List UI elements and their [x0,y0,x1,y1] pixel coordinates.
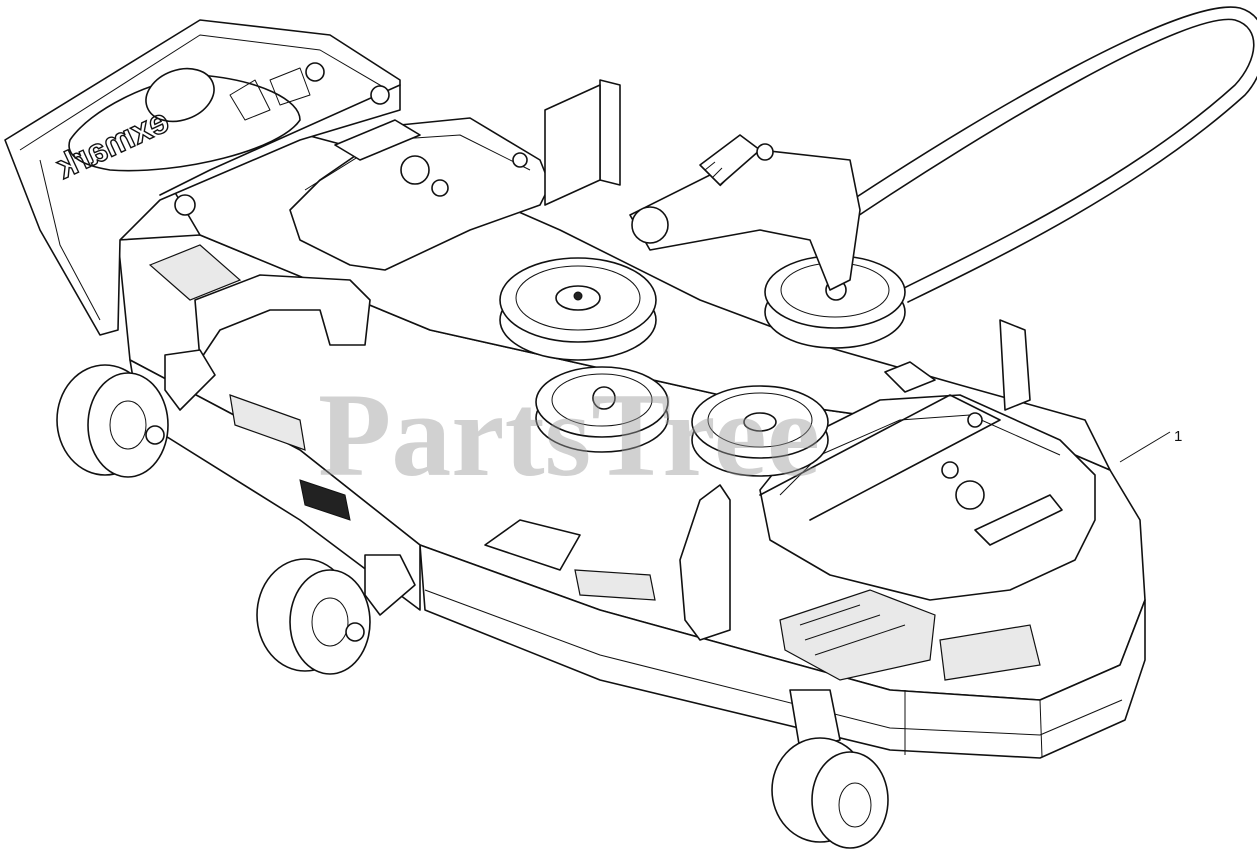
drive-belt [827,6,1257,303]
center-idler-pulley [535,366,669,453]
caster-wheel-left-front [56,349,216,478]
caster-wheel-left-rear [256,554,416,675]
left-spindle-pulley [499,257,657,361]
idler-arm [544,79,861,291]
center-spindle-pulley [691,385,829,477]
right-spindle-cover [759,394,1096,601]
left-spindle-cover [289,117,551,271]
caster-wheel-right-front [771,689,889,849]
deck-mounts [194,274,1031,641]
right-spindle-pulley [764,255,906,349]
pulleys [499,255,906,477]
callout-number[interactable]: 1 [1174,428,1182,445]
watermark-text: PartsTree [318,368,820,501]
deck-decals [148,244,1041,681]
callout-leader-line [1119,431,1171,463]
left-housing: exmark [4,19,401,336]
callout-1[interactable]: 1 [1119,428,1182,463]
